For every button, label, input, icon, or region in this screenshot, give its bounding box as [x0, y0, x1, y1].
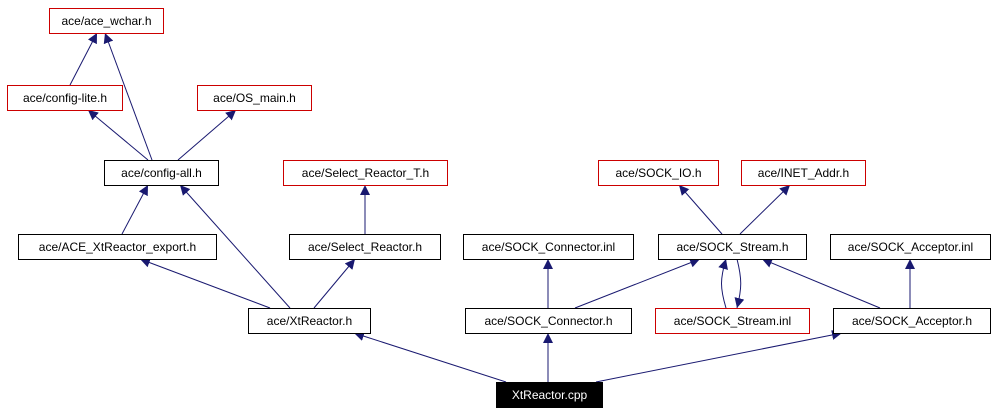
edge-sock-stream-to-inet-addr: [739, 184, 791, 235]
node-box: [830, 234, 991, 260]
edge-xtreactor-cpp-to-xtreactor-h: [353, 331, 507, 383]
node-box: [496, 382, 603, 408]
node-config-lite[interactable]: ace/config-lite.h: [7, 85, 123, 111]
node-sock-connector-inl[interactable]: ace/SOCK_Connector.inl: [463, 234, 634, 260]
edge-sock-stream-to-sock-io: [678, 184, 723, 235]
node-label: ace/Select_Reactor.h: [308, 240, 422, 254]
edge-config-all-to-os-main: [177, 109, 237, 161]
edge-sock-acceptor-to-sock-stream: [761, 258, 881, 309]
edge-config-all-to-ace-wchar: [103, 32, 153, 161]
node-sock-stream-inl[interactable]: ace/SOCK_Stream.inl: [655, 308, 810, 334]
edge-xtreactor-cpp-to-sock-acceptor: [595, 330, 843, 383]
node-sock-acceptor-inl[interactable]: ace/SOCK_Acceptor.inl: [830, 234, 991, 260]
node-xtreactor-cpp[interactable]: XtReactor.cpp: [496, 382, 603, 408]
node-sock-connector[interactable]: ace/SOCK_Connector.h: [465, 308, 632, 334]
node-label: ace/INET_Addr.h: [758, 166, 849, 180]
edge-sock-stream-to-sock-stream-inl: [734, 258, 745, 309]
node-sock-stream[interactable]: ace/SOCK_Stream.h: [658, 234, 807, 260]
node-label: ace/config-lite.h: [23, 91, 107, 105]
node-inet-addr[interactable]: ace/INET_Addr.h: [741, 160, 866, 186]
node-box: [833, 308, 991, 334]
node-box: [248, 308, 371, 334]
node-label: ace/SOCK_Connector.inl: [482, 240, 615, 254]
node-box: [741, 160, 866, 186]
node-label: XtReactor.cpp: [512, 388, 588, 402]
node-label: ace/SOCK_Connector.h: [484, 314, 612, 328]
node-label: ace/SOCK_IO.h: [615, 166, 701, 180]
node-ace-wchar[interactable]: ace/ace_wchar.h: [49, 8, 164, 34]
edge-sock-stream-inl-to-sock-stream: [718, 258, 728, 309]
node-box: [7, 85, 123, 111]
node-box: [658, 234, 807, 260]
node-label: ace/SOCK_Acceptor.h: [852, 314, 972, 328]
edge-config-lite-to-ace-wchar: [69, 32, 98, 86]
node-label: ace/ACE_XtReactor_export.h: [39, 240, 196, 254]
node-box: [598, 160, 719, 186]
node-xtreactor-h[interactable]: ace/XtReactor.h: [248, 308, 371, 334]
node-label: ace/ace_wchar.h: [61, 14, 151, 28]
edges-layer: [69, 32, 915, 383]
node-select-reactor-t[interactable]: ace/Select_Reactor_T.h: [283, 160, 448, 186]
node-box: [465, 308, 632, 334]
node-sock-acceptor[interactable]: ace/SOCK_Acceptor.h: [833, 308, 991, 334]
node-box: [289, 234, 441, 260]
node-box: [283, 160, 448, 186]
edge-xtreactor-export-to-config-all: [121, 184, 149, 235]
node-config-all[interactable]: ace/config-all.h: [104, 160, 219, 186]
node-select-reactor[interactable]: ace/Select_Reactor.h: [289, 234, 441, 260]
node-box: [655, 308, 810, 334]
edge-config-all-to-config-lite: [87, 109, 149, 161]
node-label: ace/SOCK_Stream.inl: [674, 314, 791, 328]
node-box: [197, 85, 312, 111]
edge-sock-connector-to-sock-stream: [574, 257, 701, 309]
node-box: [104, 160, 219, 186]
edge-xtreactor-h-to-config-all: [179, 184, 291, 309]
nodes-layer: ace/ace_wchar.h ace/config-lite.h ace/OS_m…: [7, 8, 991, 408]
node-box: [49, 8, 164, 34]
node-label: ace/SOCK_Stream.h: [676, 240, 788, 254]
edge-xtreactor-h-to-xtreactor-export: [139, 257, 271, 309]
node-label: ace/Select_Reactor_T.h: [302, 166, 429, 180]
node-box: [463, 234, 634, 260]
node-xtreactor-export[interactable]: ace/ACE_XtReactor_export.h: [18, 234, 217, 260]
edge-xtreactor-h-to-select-reactor: [313, 258, 356, 309]
node-sock-io[interactable]: ace/SOCK_IO.h: [598, 160, 719, 186]
node-label: ace/XtReactor.h: [267, 314, 352, 328]
node-label: ace/config-all.h: [121, 166, 202, 180]
node-label: ace/OS_main.h: [213, 91, 296, 105]
node-os-main[interactable]: ace/OS_main.h: [197, 85, 312, 111]
node-box: [18, 234, 217, 260]
node-label: ace/SOCK_Acceptor.inl: [848, 240, 973, 254]
